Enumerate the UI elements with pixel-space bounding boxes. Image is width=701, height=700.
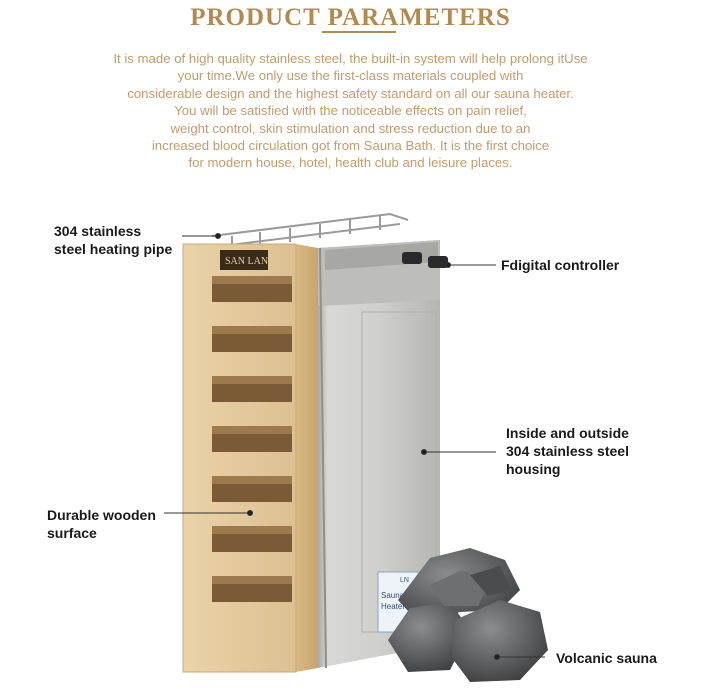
page-title: PRODUCT PARAMETERS: [0, 4, 701, 32]
callout-line: Volcanic sauna: [556, 650, 657, 666]
callout-line: housing: [506, 461, 561, 477]
wooden-front-panel: SAN LAN: [182, 243, 318, 673]
callout-line: 304 stainless: [54, 223, 142, 239]
title-underline: [322, 31, 396, 33]
callout-line: Inside and outside: [506, 425, 629, 441]
sticker-line-sauna: Sauna: [381, 591, 405, 600]
steel-housing: [318, 240, 440, 669]
sticker-small-text: LN: [400, 577, 409, 584]
description-line: for modern house, hotel, health club and…: [188, 155, 513, 171]
brand-logo-text: SAN LAN: [225, 256, 268, 267]
callout-line: 304 stainless steel: [506, 443, 629, 459]
description-line: weight control, skin stimulation and str…: [170, 120, 531, 136]
callout-lines: [164, 233, 545, 660]
callout-line: surface: [47, 525, 97, 541]
controller-knobs: [402, 252, 448, 268]
callout-line: Durable wooden: [47, 507, 156, 523]
callout-heating-pipe: 304 stainless steel heating pipe: [54, 222, 172, 258]
callout-controller: Fdigital controller: [501, 256, 619, 274]
product-description: It is made of high quality stainless ste…: [40, 50, 661, 172]
volcanic-stones: [388, 548, 548, 682]
callout-volcanic-stones: Volcanic sauna: [556, 649, 657, 667]
heating-pipe-grid: [211, 212, 409, 248]
description-line: It is made of high quality stainless ste…: [113, 51, 588, 66]
callout-housing: Inside and outside 304 stainless steel h…: [506, 424, 629, 478]
callout-line: Fdigital controller: [501, 257, 620, 273]
description-line: your time.We only use the first-class ma…: [177, 68, 524, 84]
description-line: increased blood circulation got from Sau…: [151, 138, 550, 154]
title-word-product: PRODUCT: [190, 4, 321, 31]
callout-line: steel heating pipe: [54, 241, 173, 257]
title-word-parameters: PARAMETERS: [327, 4, 511, 31]
sticker-line-heater: Heater: [381, 602, 405, 611]
description-line: considerable design and the highest safe…: [127, 85, 574, 101]
callout-wooden-surface: Durable wooden surface: [47, 506, 156, 542]
description-line: You will be satisfied with the noticeabl…: [174, 103, 527, 119]
